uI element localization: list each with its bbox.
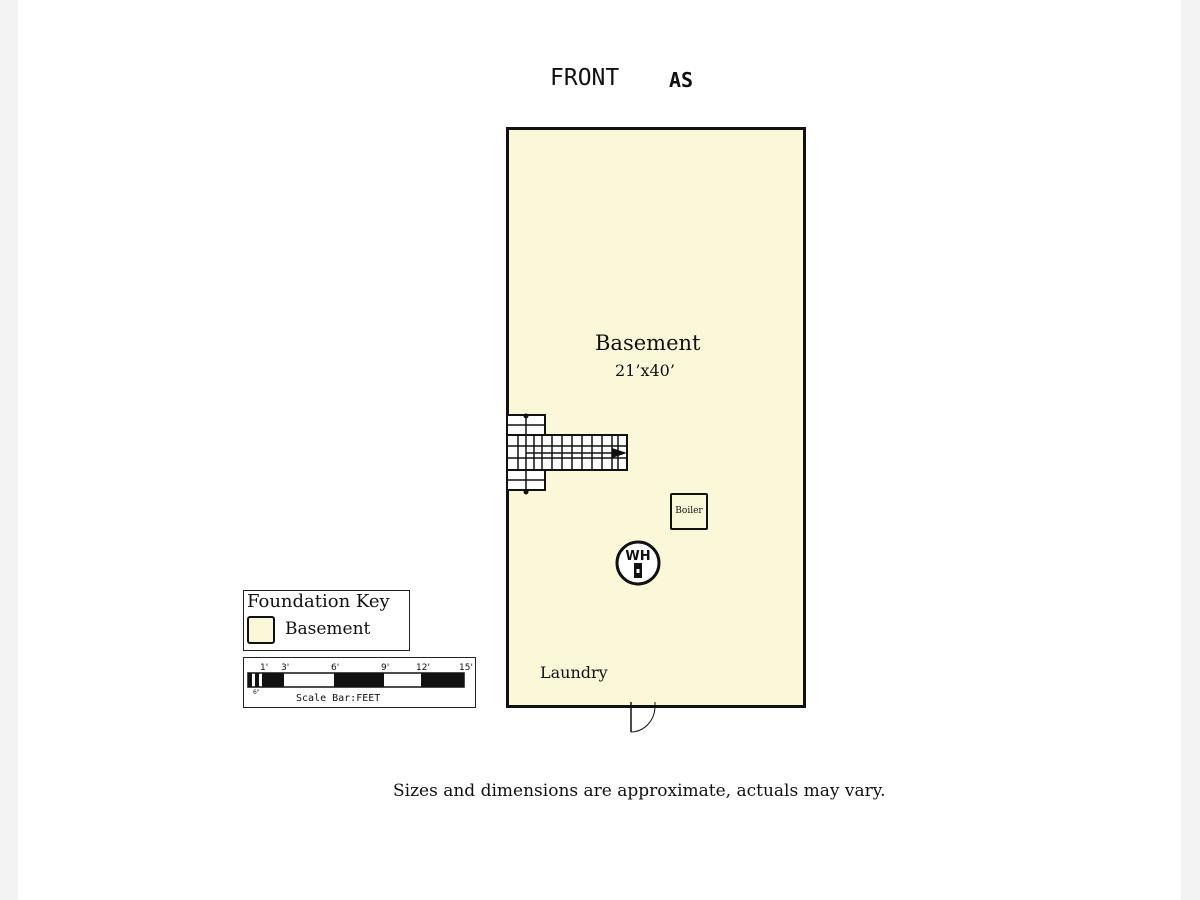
legend-swatch-basement <box>247 616 275 644</box>
laundry-label: Laundry <box>540 663 608 682</box>
legend-label-basement: Basement <box>285 619 371 639</box>
door-swing-icon <box>630 702 656 733</box>
scale-bar: 1' 3' 6' 9' 12' 15' 6" <box>247 663 473 696</box>
scale-bar-caption: Scale Bar:FEET <box>296 693 381 704</box>
scale-tick-9: 9' <box>381 663 389 673</box>
scale-tick-1: 1' <box>260 663 268 673</box>
scale-sub-tick: 6" <box>253 689 260 696</box>
water-heater-label: WH <box>625 549 650 564</box>
scale-tick-12: 12' <box>416 663 430 673</box>
disclaimer-text: Sizes and dimensions are approximate, ac… <box>393 781 886 801</box>
room-name: Basement <box>595 331 701 355</box>
scale-tick-3: 3' <box>281 663 289 673</box>
basement-room <box>506 127 806 708</box>
foundation-key-title: Foundation Key <box>247 591 390 612</box>
water-heater-icon: WH <box>615 540 661 586</box>
boiler-box: Boiler <box>670 493 708 530</box>
scale-tick-15: 15' <box>459 663 473 673</box>
scale-tick-6: 6' <box>331 663 339 673</box>
room-dimensions: 21’x40’ <box>615 361 675 380</box>
staircase-icon <box>506 413 628 495</box>
front-label: FRONT <box>550 65 620 91</box>
floor-code: AS <box>669 68 694 92</box>
